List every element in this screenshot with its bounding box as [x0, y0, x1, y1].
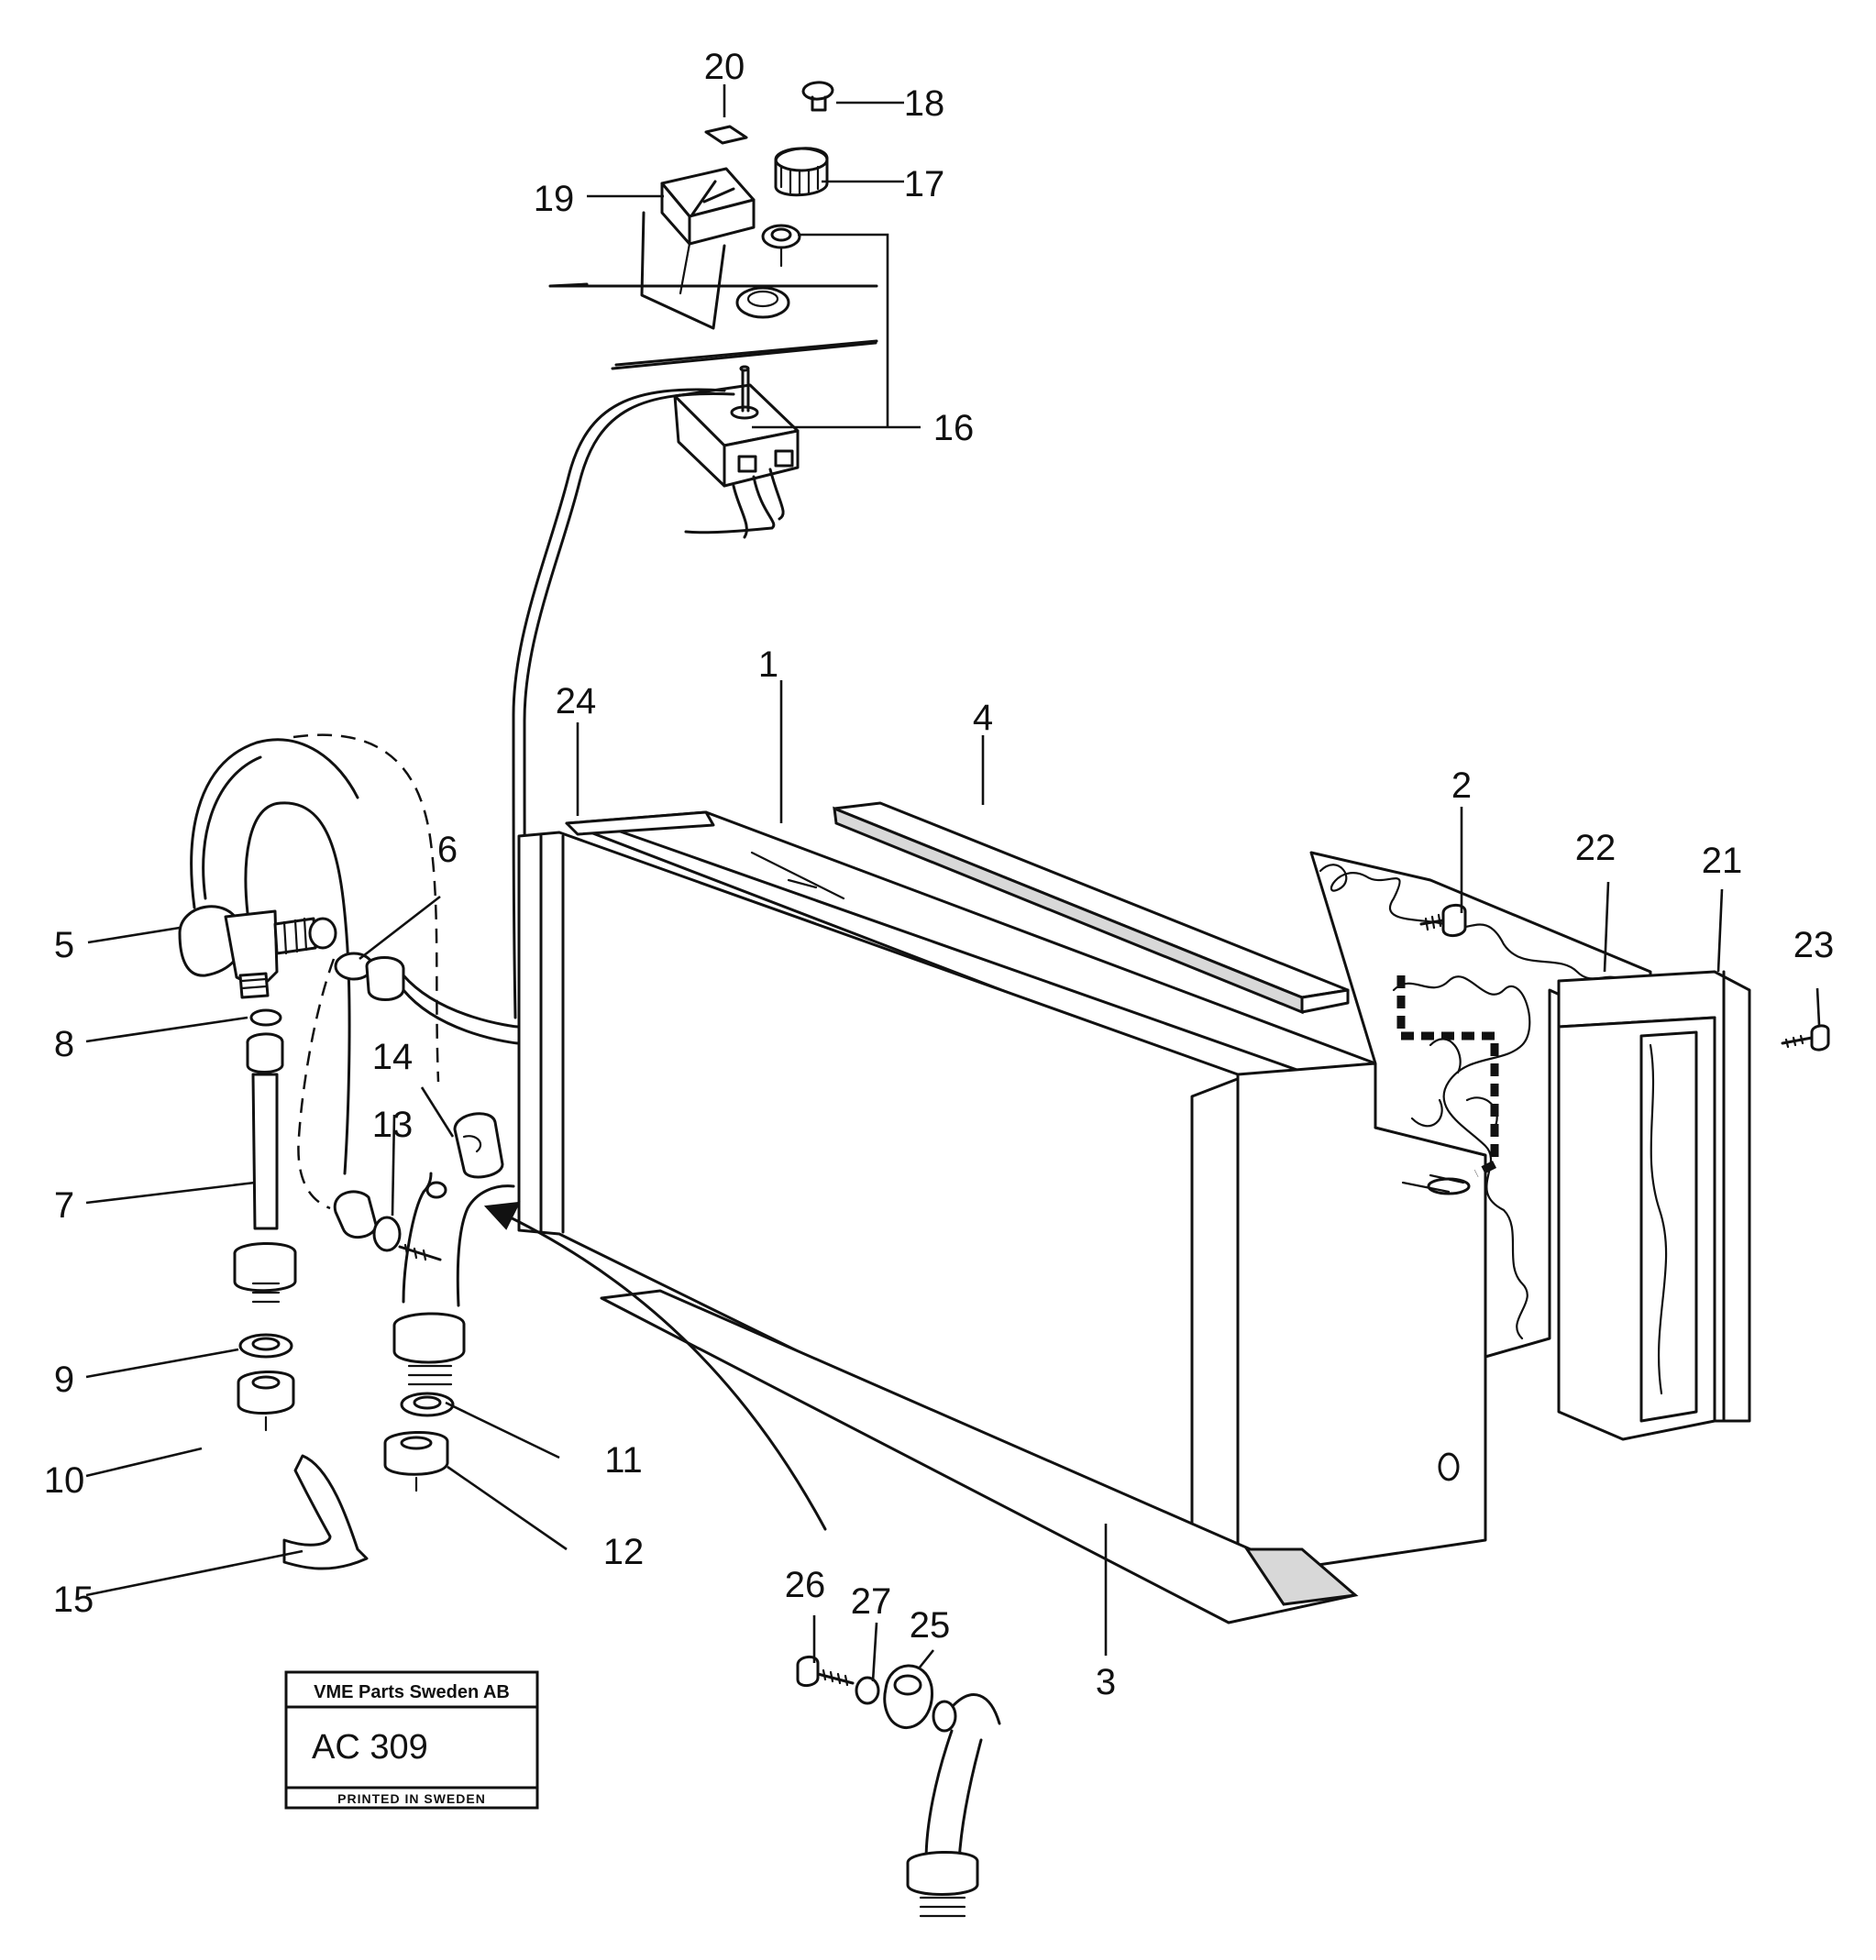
callout-23: 23 — [1793, 925, 1835, 965]
callout-9: 9 — [54, 1360, 74, 1400]
callout-19: 19 — [534, 179, 575, 219]
bottom-plate — [600, 1289, 1359, 1624]
callout-10: 10 — [44, 1460, 85, 1501]
foam-strip — [833, 801, 1350, 1015]
callout-16: 16 — [933, 408, 975, 448]
stamp-company: VME Parts Sweden AB — [314, 1682, 510, 1702]
callout-2: 2 — [1451, 765, 1472, 806]
callout-4: 4 — [973, 698, 993, 738]
filter-pad — [1309, 851, 1652, 1359]
stamp-printed: PRINTED IN SWEDEN — [337, 1791, 486, 1806]
stamp-code: AC 309 — [312, 1728, 428, 1767]
callout-14: 14 — [372, 1037, 414, 1077]
callout-20: 20 — [704, 47, 745, 87]
callout-15: 15 — [53, 1580, 94, 1620]
screw-2 — [1419, 904, 1467, 937]
callout-12: 12 — [603, 1532, 645, 1572]
piping — [178, 733, 827, 1570]
callout-18: 18 — [904, 83, 945, 124]
publisher-stamp: VME Parts Sweden AB AC 309 PRINTED IN SW… — [284, 1670, 539, 1810]
callout-3: 3 — [1096, 1662, 1116, 1702]
drain-assembly — [796, 1656, 1001, 1918]
callout-7: 7 — [54, 1185, 74, 1226]
callout-8: 8 — [54, 1024, 74, 1064]
callout-6: 6 — [437, 830, 458, 870]
callout-27: 27 — [851, 1581, 892, 1622]
callout-17: 17 — [904, 164, 945, 204]
callout-1: 1 — [758, 644, 778, 685]
callout-26: 26 — [785, 1565, 826, 1605]
callout-22: 22 — [1575, 828, 1617, 868]
callout-25: 25 — [910, 1605, 951, 1646]
callout-21: 21 — [1702, 841, 1743, 881]
callout-5: 5 — [54, 925, 74, 965]
callout-24: 24 — [556, 681, 597, 721]
evaporator-housing — [517, 810, 1487, 1579]
callout-numbers: 1 2 3 4 5 6 7 8 9 10 11 12 13 14 15 16 1… — [44, 47, 1835, 1702]
callout-13: 13 — [372, 1105, 414, 1145]
screw-23 — [1781, 1024, 1830, 1052]
mounting-bracket — [1557, 970, 1751, 1441]
leader-lines — [85, 84, 1821, 1682]
callout-11: 11 — [604, 1440, 643, 1481]
switch-panel — [512, 81, 878, 1025]
